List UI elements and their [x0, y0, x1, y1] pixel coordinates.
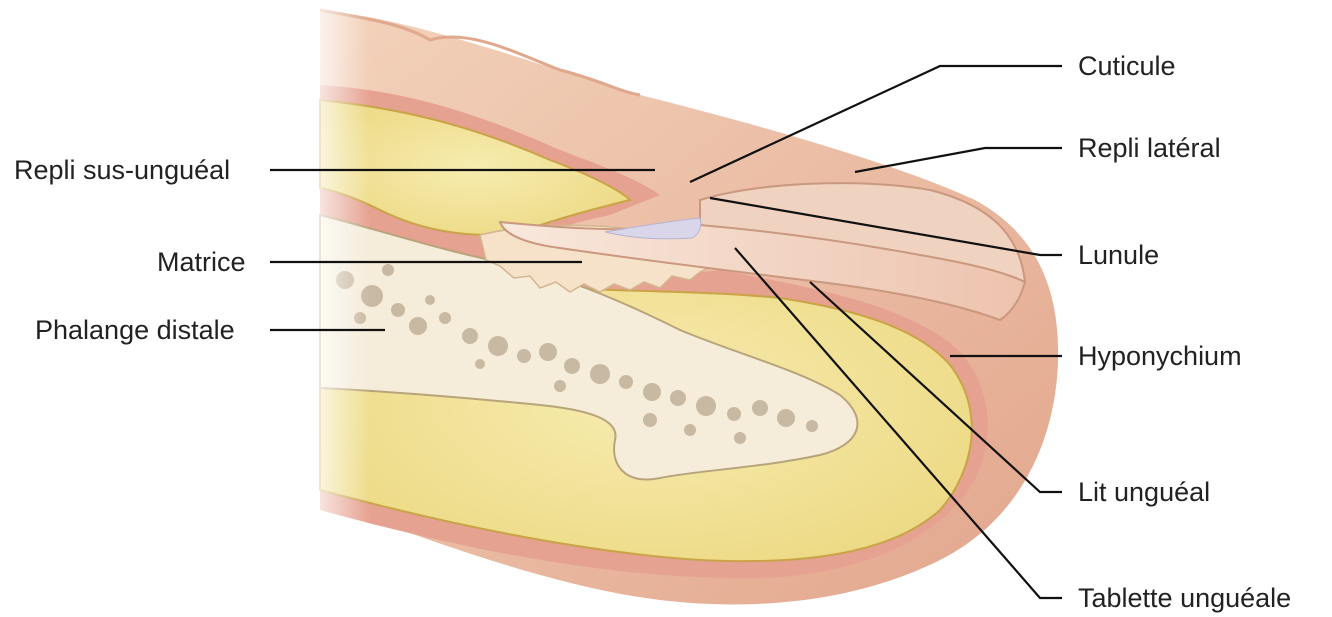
label-repli-lateral: Repli latéral	[1078, 132, 1221, 164]
label-tablette-ungueale: Tablette unguéale	[1078, 582, 1291, 614]
label-cuticule: Cuticule	[1078, 50, 1176, 82]
label-repli-sus-ungueal: Repli sus-unguéal	[14, 154, 230, 186]
label-hyponychium: Hyponychium	[1078, 340, 1242, 372]
label-lunule: Lunule	[1078, 239, 1159, 271]
left-fade	[300, 0, 370, 617]
label-phalange-distale: Phalange distale	[35, 314, 235, 346]
label-lit-ungueal: Lit unguéal	[1078, 476, 1210, 508]
label-matrice: Matrice	[157, 246, 246, 278]
